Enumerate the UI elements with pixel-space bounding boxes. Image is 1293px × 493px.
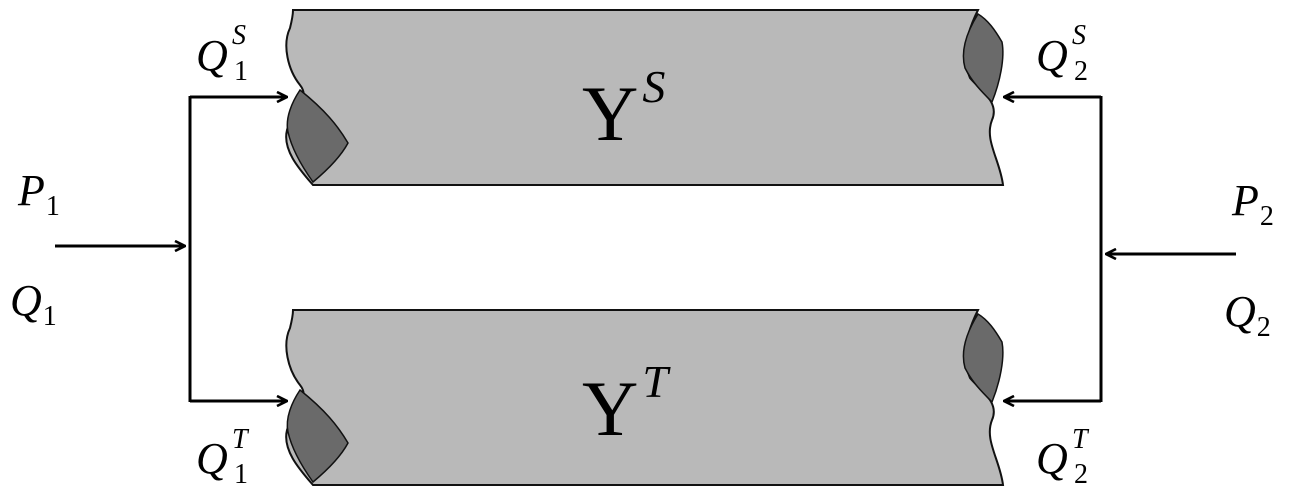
right-manifold (1004, 96, 1236, 402)
label-p2: P2 (1231, 176, 1274, 232)
pipe-bottom-right-cut (962, 312, 1004, 404)
label-q1s-sup: S (232, 20, 246, 51)
label-q2s: Q S 2 (1036, 20, 1088, 87)
pipe-bottom-superscript: T (642, 356, 671, 407)
label-q1s: Q S 1 (196, 20, 248, 87)
label-q2s-sub: 2 (1074, 56, 1088, 87)
label-q2t: Q T 2 (1036, 424, 1090, 490)
label-q2s-main: Q (1036, 31, 1068, 80)
label-q1t-sup: T (232, 424, 250, 455)
left-manifold (55, 96, 287, 402)
label-q2-sub: 2 (1257, 312, 1271, 343)
label-p1: P1 (17, 166, 60, 222)
label-p2-sub: 2 (1260, 201, 1274, 232)
label-q2t-sup: T (1072, 424, 1090, 455)
pipe-top-symbol: Y (582, 70, 638, 157)
pipe-top-right-cut (962, 12, 1004, 104)
label-q1s-main: Q (196, 31, 228, 80)
label-q2t-sub: 2 (1074, 459, 1088, 490)
label-q2t-main: Q (1036, 434, 1068, 483)
label-q2-main: Q (1224, 287, 1256, 336)
pipe-top-label: YS (582, 61, 665, 157)
label-p2-main: P (1231, 176, 1259, 225)
label-q1t-main: Q (196, 434, 228, 483)
pipe-bottom-symbol: Y (582, 365, 638, 452)
label-q1: Q1 (10, 276, 57, 332)
label-q1t-sub: 1 (234, 459, 248, 490)
label-q2: Q2 (1224, 287, 1271, 343)
pipe-bottom-left-cut (286, 388, 349, 484)
pipe-bottom-label: YT (582, 356, 671, 452)
pipe-top-left-cut (286, 88, 349, 184)
label-q2s-sup: S (1072, 20, 1086, 51)
pipe-top-superscript: S (642, 61, 665, 112)
label-q1-sub: 1 (43, 301, 57, 332)
pipe-top: YS (285, 9, 1005, 186)
label-p1-sub: 1 (46, 191, 60, 222)
label-q1s-sub: 1 (234, 56, 248, 87)
label-q1-main: Q (10, 276, 42, 325)
label-q1t: Q T 1 (196, 424, 250, 490)
pipe-bottom: YT (285, 309, 1005, 486)
label-p1-main: P (17, 166, 45, 215)
